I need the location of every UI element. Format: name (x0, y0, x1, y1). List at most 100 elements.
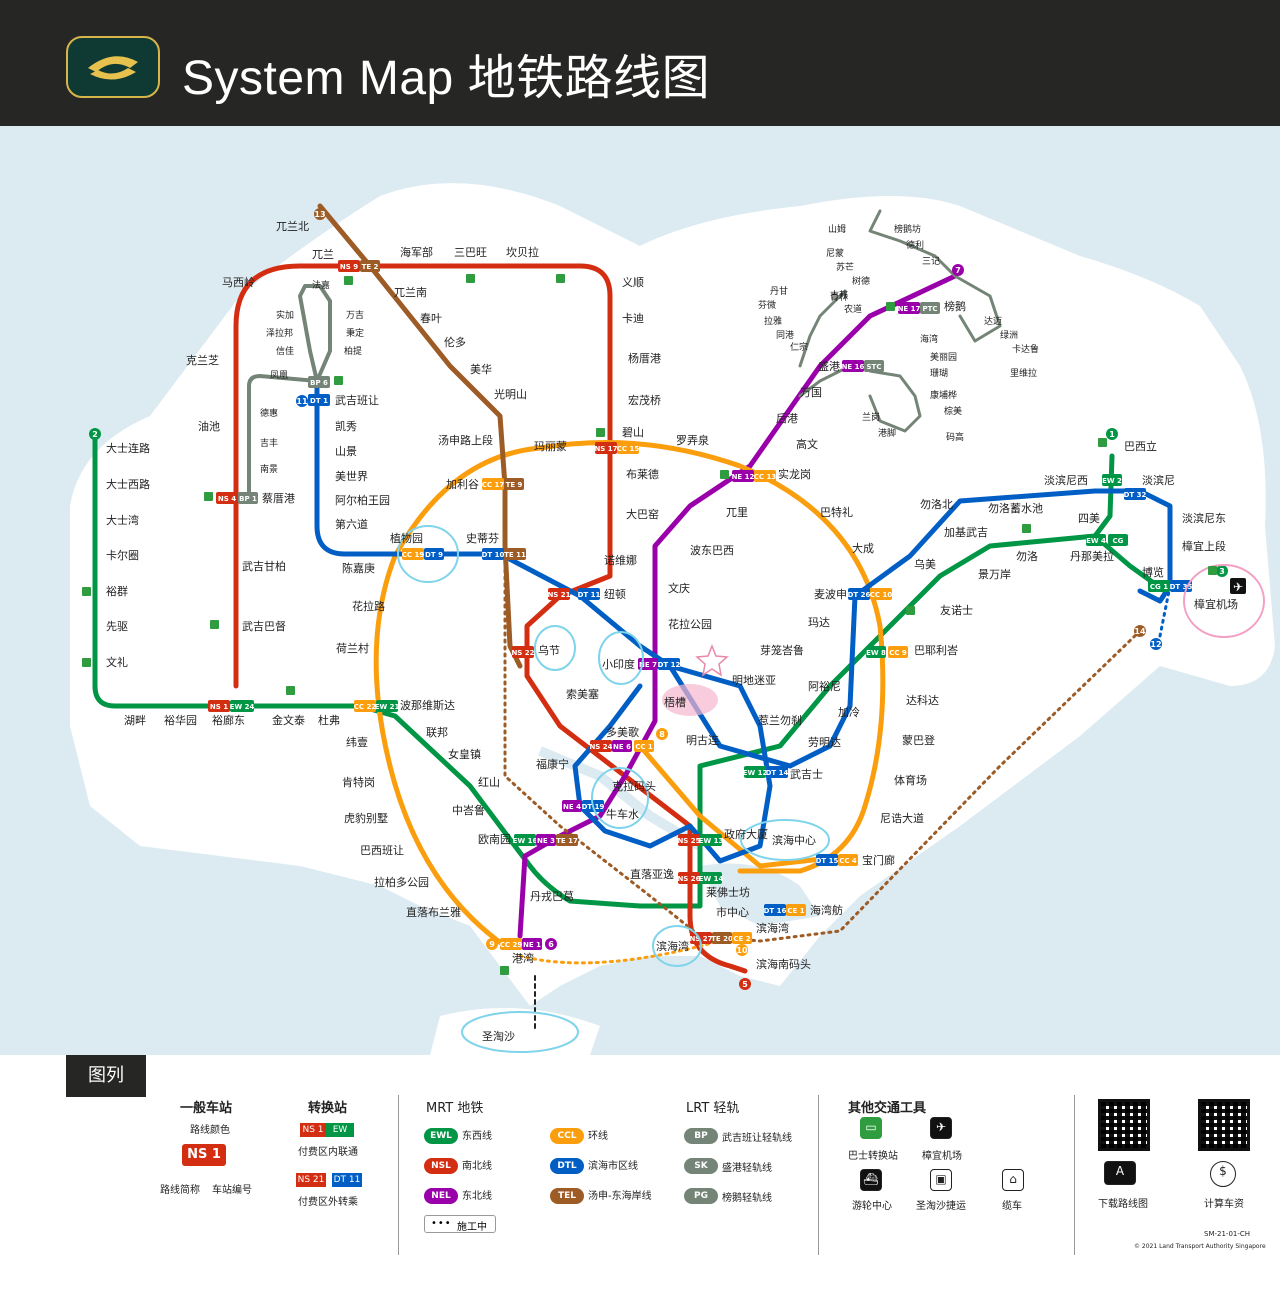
label-botanic-gardens: 植物园 (390, 531, 423, 545)
code-ns26: NS 26 (677, 875, 700, 883)
legend-paid: 付费区内联通 (298, 1147, 358, 1158)
code-ne3: NE 3 (537, 837, 555, 845)
code-bp1: BP 1 (239, 495, 257, 503)
label-fajar: 法嘉 (312, 279, 330, 291)
legend-interchange-heading: 转换站 (308, 1101, 348, 1116)
label-buona-vista: 波那维斯达 (400, 699, 455, 712)
label-caldecott: 加利谷 (446, 478, 479, 491)
label-fort-canning: 福康宁 (536, 757, 569, 771)
mrt-system-map[interactable]: NS 9 TE 2 NS 1 EW 24 NS 4 BP 1 BP 6 DT 1… (0, 126, 1280, 1055)
station-code-ew16 (514, 834, 536, 846)
label-mattar: 玛达 (808, 616, 830, 629)
label-mountbatten: 蒙巴登 (902, 733, 935, 747)
code-ns27: NS 27 (689, 935, 712, 943)
legend-ic2-b: DT 11 (332, 1173, 362, 1187)
station-code-dt16 (764, 904, 786, 916)
label-kallang: 加冷 (838, 706, 860, 719)
interchange-markers[interactable]: NS 9 TE 2 NS 1 EW 24 NS 4 BP 1 BP 6 DT 1… (208, 260, 1193, 950)
station-code-ew4 (1086, 534, 1106, 546)
legend-dtl-name: 滨海市区线 (588, 1161, 638, 1172)
label-nibong: 尼蒙 (826, 247, 844, 259)
label-springleaf: 春叶 (420, 312, 442, 325)
label-hougang: 后港 (776, 412, 798, 425)
station-code-ne16 (842, 360, 864, 372)
legend-color-label: 路线颜色 (190, 1125, 230, 1136)
airplane-icon: ✈ (930, 1117, 952, 1139)
label-keat-hong: 吉丰 (260, 437, 278, 449)
label-nicoll-highway: 尼诰大道 (880, 811, 924, 825)
label-yio-chu-kang: 杨厝港 (628, 351, 661, 365)
label-sumang: 苏芒 (836, 261, 854, 273)
label-teck-whye: 德惠 (260, 407, 278, 419)
code-ne4: NE 4 (563, 803, 581, 811)
label-ang-mo-kio: 宏茂桥 (628, 393, 661, 407)
code-cg: CG (1113, 537, 1124, 545)
label-haw-par-villa: 虎豹别墅 (344, 812, 388, 825)
label-queenstown: 女皇镇 (448, 747, 481, 761)
fare-qr-code[interactable] (1198, 1099, 1250, 1151)
legend-pg-name: 榜鹅轻轨线 (722, 1193, 772, 1204)
station-code-cc9 (888, 646, 908, 658)
label-choa-chu-kang: 蔡厝港 (262, 492, 295, 505)
legend-sk-badge: SK (684, 1158, 718, 1174)
label-tanah-merah: 丹那美拉 (1070, 549, 1114, 563)
pglrt-line (868, 209, 1002, 343)
legend-bus: 巴士转换站 (848, 1151, 898, 1162)
label-bangkit: 万吉 (346, 310, 364, 321)
code-ns24: NS 24 (589, 743, 612, 751)
label-tampines-east: 淡滨尼东 (1182, 511, 1226, 525)
legend-nsl-name: 南北线 (462, 1161, 492, 1172)
label-samudera: 山姆 (828, 223, 846, 235)
line-end-markers: 2 1 5 6 7 9 10 8 13 14 12 11 3 (89, 208, 1228, 990)
code-cc13: CC 13 (754, 473, 777, 481)
legend-nel-name: 东北线 (462, 1191, 492, 1202)
label-bendemeer: 明地迷亚 (732, 674, 776, 687)
code-ce1: CE 1 (787, 907, 804, 915)
station-code-dt12 (658, 658, 680, 670)
code-ns22: NS 22 (511, 649, 534, 657)
end-nel-s: 6 (548, 940, 554, 949)
station-code-dt11 (578, 588, 600, 600)
label-redhill: 红山 (478, 776, 500, 789)
label-bencoolen: 明古连 (686, 734, 719, 747)
legend-other-heading: 其他交通工具 (848, 1101, 927, 1116)
code-ne7: NE 7 (639, 661, 657, 669)
label-marina-bay: 滨海湾 (656, 939, 689, 953)
legend-divider-3 (1074, 1095, 1075, 1255)
label-kovan: 高文 (796, 437, 818, 451)
label-lavender: 劳明达 (808, 736, 841, 749)
label-woodlands-south: 兀兰南 (394, 286, 427, 299)
legend-station-heading: 一般车站 (180, 1101, 233, 1116)
station-code-dt15 (816, 854, 838, 866)
dollar-icon[interactable]: $ (1210, 1161, 1236, 1187)
download-qr-code[interactable] (1098, 1099, 1150, 1151)
label-buangkok: 万国 (800, 386, 822, 399)
legend-divider (398, 1095, 399, 1255)
code-cc22: CC 22 (354, 703, 377, 711)
header-bar: System Map 地铁路线图 (0, 0, 1280, 126)
label-braddell: 布莱德 (626, 467, 659, 481)
label-bakau: 码高 (946, 431, 964, 443)
copyright: © 2021 Land Transport Authority Singapor… (1134, 1243, 1266, 1250)
label-oasis: 绿洲 (1000, 329, 1018, 341)
legend-airport: 樟宜机场 (922, 1151, 962, 1162)
label-thanggam: 丹甘 (770, 285, 788, 297)
label-downtown: 市中心 (716, 905, 749, 919)
label-sentosa: 圣淘沙 (482, 1030, 515, 1043)
station-code-ns17 (595, 442, 617, 454)
label-tuas-west: 大士西路 (106, 477, 150, 491)
lta-logo (66, 36, 160, 98)
station-code-ns22 (512, 646, 534, 658)
legend-nsl-badge: NSL (424, 1158, 458, 1174)
station-labels[interactable]: 大士连路 大士西路 大士湾 卡尔圈 裕群 先驱 文礼 湖畔 裕华园 裕廊东 金文… (106, 220, 1238, 1043)
station-code-ns24 (590, 740, 612, 752)
map-download-icon[interactable]: A (1104, 1161, 1136, 1185)
code-cc19: CC 19 (402, 551, 425, 559)
label-clarke-quay: 克拉码头 (612, 779, 656, 793)
ferry-icon: ⛴ (860, 1169, 882, 1191)
label-kaki-bukit: 加基武吉 (944, 526, 988, 539)
code-ns21: NS 21 (547, 591, 570, 599)
sentosa-express-icon: ▣ (930, 1169, 952, 1191)
station-code-dt32 (1124, 488, 1146, 500)
code-ns25: NS 25 (677, 837, 700, 845)
